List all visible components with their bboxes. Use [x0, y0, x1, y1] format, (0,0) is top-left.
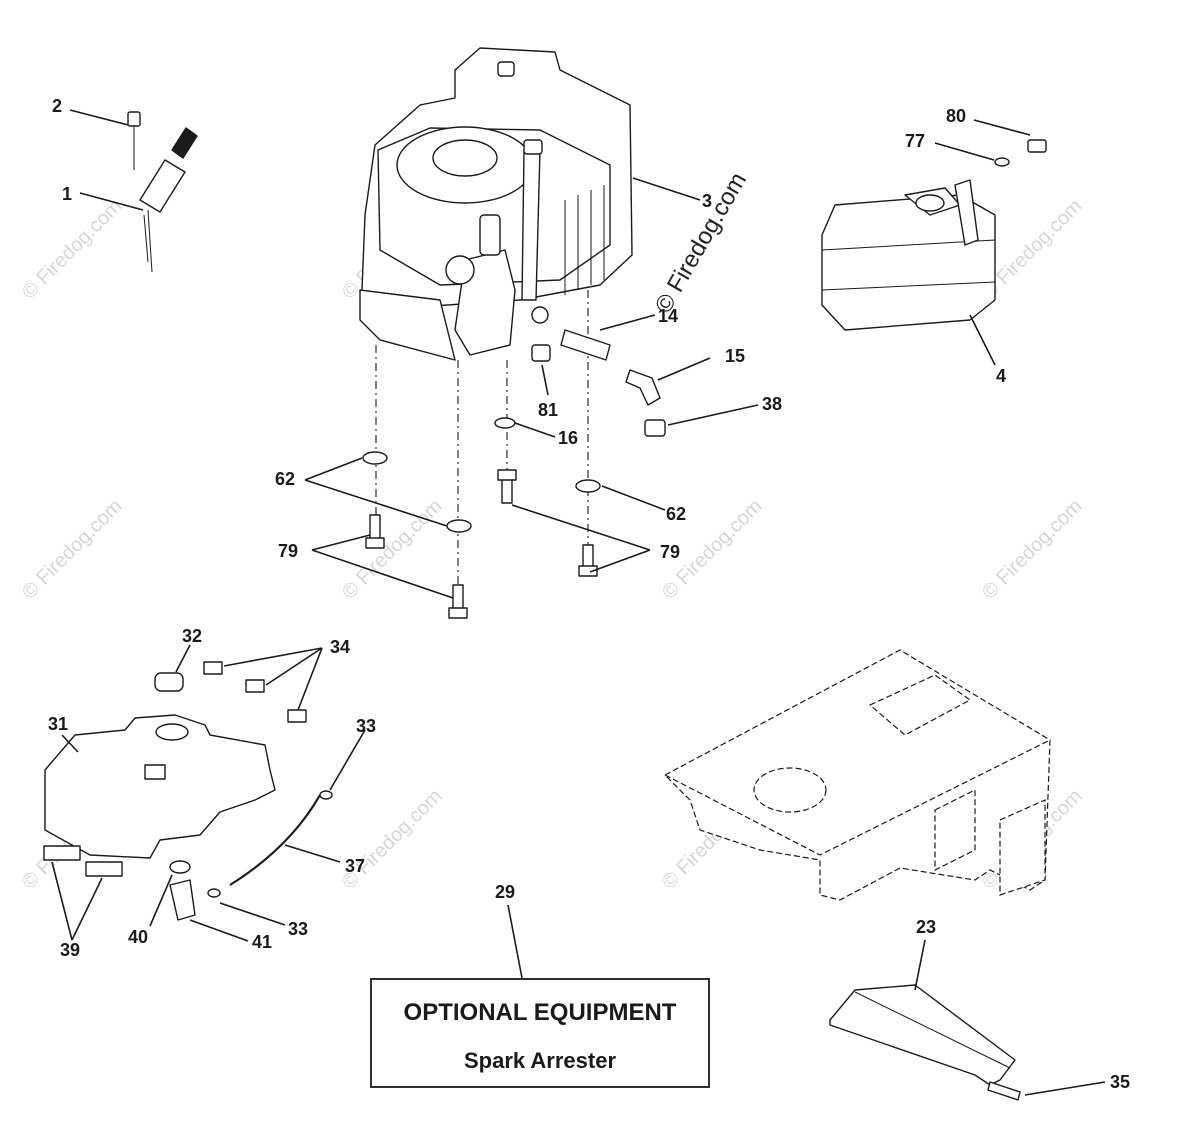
washer	[446, 519, 472, 533]
callout-40: 40	[128, 927, 148, 947]
callout-80: 80	[946, 106, 966, 126]
spark-arrester-label: Spark Arrester	[464, 1048, 616, 1073]
callout-16: 16	[558, 428, 578, 448]
callout-2: 2	[52, 96, 62, 116]
callout-15: 15	[725, 346, 745, 366]
callout-14: 14	[658, 306, 678, 326]
watermark: © Firedog.com	[338, 785, 447, 894]
watermark: © Firedog.com	[18, 495, 127, 604]
callout-32: 32	[182, 626, 202, 646]
callout-34: 34	[330, 637, 350, 657]
washer	[575, 479, 601, 493]
bolts	[365, 469, 598, 619]
callout-81: 81	[538, 400, 558, 420]
watermark: © Firedog.com	[978, 495, 1087, 604]
callout-62: 62	[666, 504, 686, 524]
callout-4: 4	[996, 366, 1006, 386]
optional-equipment-box: OPTIONAL EQUIPMENT Spark Arrester	[370, 978, 710, 1088]
watermark: © Firedog.com	[338, 495, 447, 604]
callout-37: 37	[345, 856, 365, 876]
callout-29: 29	[495, 882, 515, 902]
shield-screw	[987, 1081, 1021, 1101]
callout-35: 35	[1110, 1072, 1130, 1092]
frame	[664, 649, 1051, 901]
callout-62: 62	[275, 469, 295, 489]
leader-lines	[51, 109, 1106, 1096]
muffler-washer	[994, 157, 1010, 167]
washer	[362, 451, 388, 465]
callout-79: 79	[278, 541, 298, 561]
callout-79: 79	[660, 542, 680, 562]
fuel-tank	[43, 661, 333, 921]
muffler	[821, 139, 1047, 331]
callout-38: 38	[762, 394, 782, 414]
callout-1: 1	[62, 184, 72, 204]
callout-23: 23	[916, 917, 936, 937]
lock-washer	[494, 417, 516, 429]
exhaust-fittings	[531, 329, 666, 437]
muffler-screw	[1027, 139, 1047, 153]
optional-equipment-title: OPTIONAL EQUIPMENT	[404, 999, 677, 1026]
throttle-control	[127, 111, 198, 273]
fuel-cap	[154, 672, 184, 692]
callout-33: 33	[288, 919, 308, 939]
heat-shield	[829, 984, 1021, 1101]
callout-39: 39	[60, 940, 80, 960]
callout-33: 33	[356, 716, 376, 736]
engine	[359, 47, 633, 361]
callout-31: 31	[48, 714, 68, 734]
callout-77: 77	[905, 131, 925, 151]
callouts: 2 1 3 80 77 4 14 15 38 81 16 62 62 79 79…	[48, 96, 1130, 1092]
watermark: © Firedog.com	[18, 195, 127, 304]
callout-3: 3	[702, 191, 712, 211]
watermark-main: © Firedog.com	[650, 168, 752, 318]
callout-41: 41	[252, 932, 272, 952]
